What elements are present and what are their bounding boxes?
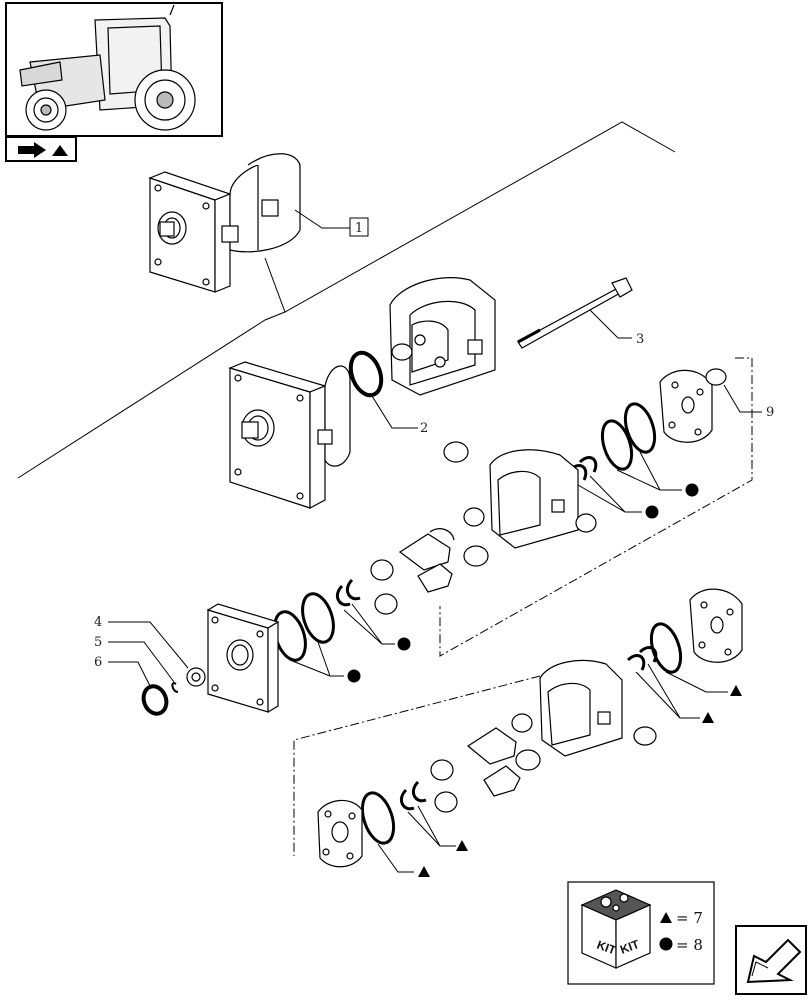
callout-label-5: 5 [94,635,102,650]
tractor-thumbnail [5,2,223,137]
lower-section-boundary [293,675,541,856]
pump-assembly-part-1 [148,153,301,293]
callout-label-1: 1 [355,221,363,236]
callout-1: 1 [294,209,369,237]
kit-label-right: KIT [618,937,642,957]
kit-label-left: KIT [595,938,619,958]
callout-9: 9 [723,384,774,420]
o-ring-2 [348,350,384,398]
front-pump-flange [228,361,351,509]
pump-housing [389,277,496,396]
small-parts [141,667,206,716]
callout-2: 2 [371,395,428,436]
callout-3: 3 [589,309,644,347]
callout-label-2: 2 [420,421,428,436]
kit-leader-lines [289,451,728,873]
upper-section-boundary [439,357,753,657]
kit-dot-ref: = 8 [676,936,703,954]
kit-box-icon [580,889,652,969]
kit-legend: KIT KIT = 7 = 8 [567,881,715,985]
callout-label-3: 3 [636,332,644,347]
through-bolt [517,277,633,349]
kit-triangle-ref: = 7 [676,909,703,927]
guide-lines [17,121,676,479]
middle-flange [206,603,280,714]
callouts-4-5-6 [108,621,189,687]
upper-pump-section [273,368,727,662]
callout-label-4: 4 [94,615,102,630]
callout-label-9: 9 [766,405,774,420]
next-page-arrow-icon[interactable] [735,925,807,995]
tractor-thumbnail-icon [19,4,196,131]
nav-arrow-icon[interactable] [5,136,77,162]
callout-label-6: 6 [94,655,102,670]
lower-pump-section [317,588,743,868]
